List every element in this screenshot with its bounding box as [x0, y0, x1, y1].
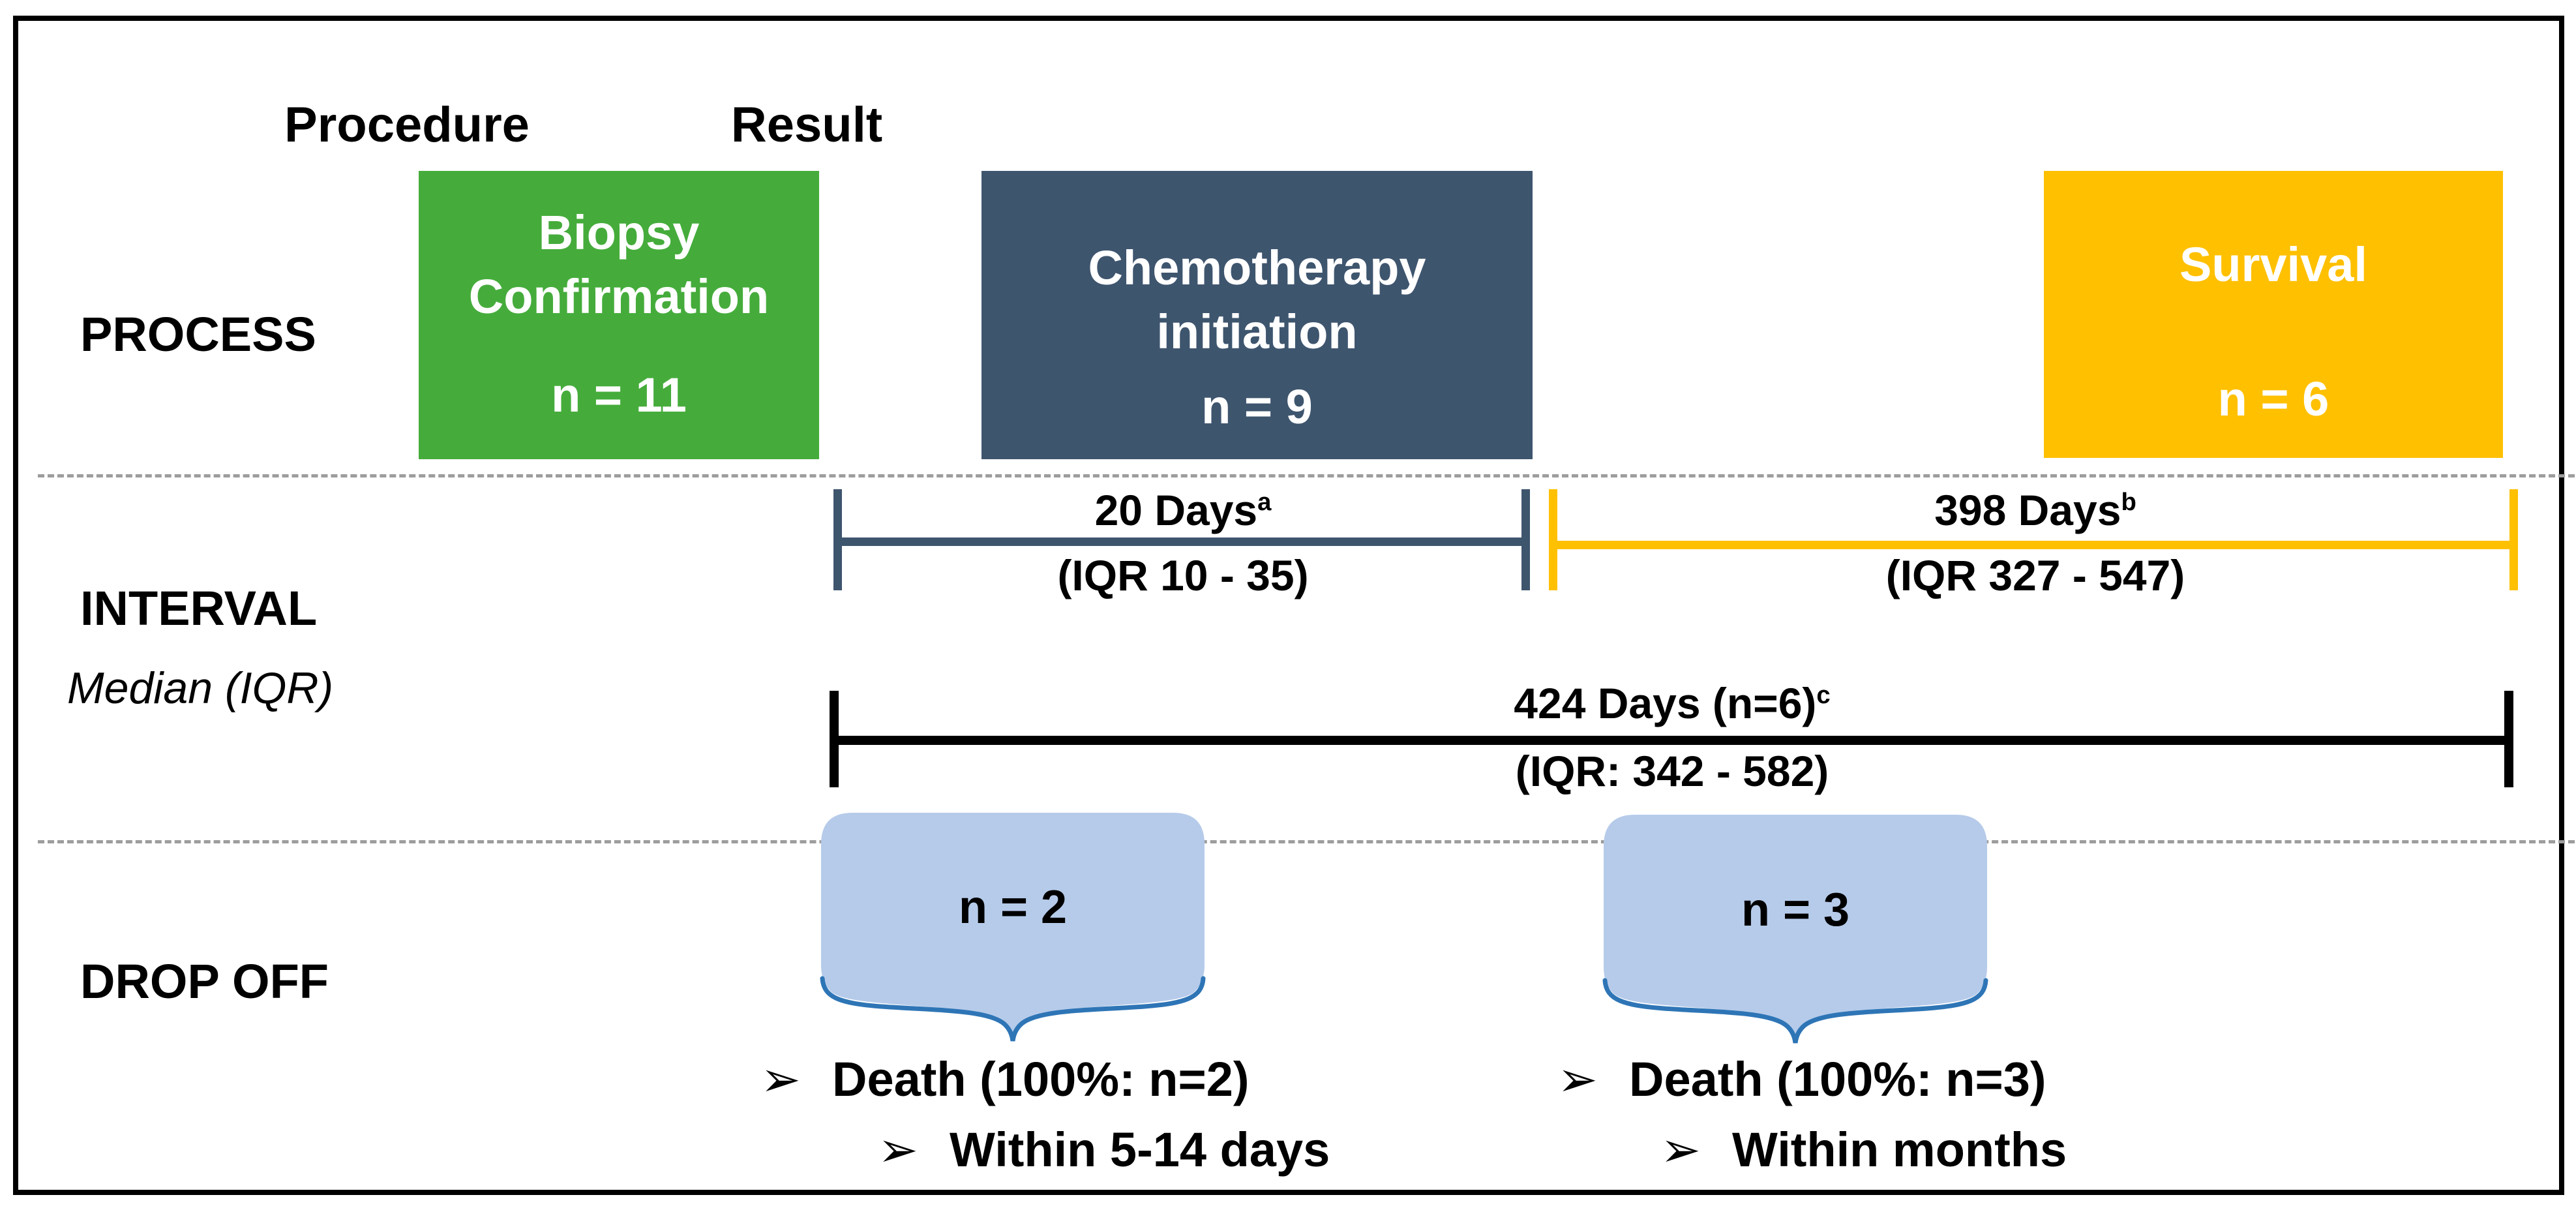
- interval-value-label: 398 Daysb: [1775, 487, 2296, 534]
- dropoff-bullet-line: ➢ Death (100%: n=3): [1557, 1051, 2046, 1108]
- dropoff-bullet-line: ➢ Within months: [1660, 1122, 2067, 1178]
- arrow-bullet-icon: ➢: [878, 1123, 919, 1177]
- row-label-dropoff: DROP OFF: [80, 954, 329, 1008]
- box-n-count: n = 11: [551, 368, 687, 422]
- dropoff-brace-curl: [1602, 978, 1988, 1044]
- row-label-interval: INTERVAL: [80, 581, 318, 635]
- footnote-superscript: b: [2121, 488, 2136, 516]
- box-n-count: n = 9: [1201, 380, 1313, 434]
- dropoff-brace-body: [821, 813, 1205, 1040]
- interval-days: 398 Days: [1934, 486, 2121, 534]
- interval-line-overall: [833, 736, 2511, 745]
- box-title: Survival: [2179, 237, 2367, 292]
- interval-iqr-label: (IQR 327 - 547): [1885, 551, 2185, 599]
- dropoff-n-count: n = 3: [1741, 884, 1850, 936]
- interval-endcap: [2509, 489, 2518, 590]
- arrow-bullet-icon: ➢: [1557, 1052, 1598, 1106]
- interval-endcap: [833, 489, 842, 590]
- interval-endcap: [1521, 489, 1530, 590]
- box-title: Biopsy Confirmation: [468, 205, 770, 324]
- separator-interval-dropoff: [38, 840, 2575, 843]
- box-n-count: n = 6: [2217, 372, 2329, 426]
- dropoff-brace-curl: [820, 976, 1206, 1042]
- dropoff-n-count: n = 2: [958, 881, 1068, 933]
- dropoff-brace-body: [1604, 815, 1987, 1042]
- process-box-survival: Survival n = 6: [2044, 171, 2503, 458]
- interval-endcap: [830, 691, 839, 787]
- arrow-bullet-icon: ➢: [1660, 1123, 1701, 1177]
- dropoff-bullet-text: Death (100%: n=3): [1629, 1052, 2046, 1106]
- column-header-procedure: Procedure: [284, 97, 530, 153]
- separator-process-interval: [38, 474, 2575, 477]
- dropoff-bullet-line: ➢ Within 5-14 days: [878, 1122, 1330, 1178]
- box-title: Chemotherapy initiation: [1088, 241, 1426, 359]
- dropoff-bullet-text: Death (100%: n=2): [832, 1052, 1250, 1106]
- arrow-bullet-icon: ➢: [760, 1052, 801, 1106]
- row-label-interval-median-iqr: Median (IQR): [67, 663, 334, 713]
- dropoff-bullet-line: ➢ Death (100%: n=2): [760, 1051, 1250, 1108]
- process-box-chemotherapy-initiation: Chemotherapy initiation n = 9: [981, 171, 1533, 459]
- interval-line-chemo-to-survival: [1553, 541, 2518, 549]
- interval-iqr-label: (IQR 10 - 35): [1057, 551, 1309, 599]
- dropoff-bullet-text: Within 5-14 days: [950, 1123, 1330, 1177]
- column-header-result: Result: [730, 97, 883, 153]
- dropoff-brace-shape-1: [820, 813, 1206, 1042]
- interval-value-label: 20 Daysa: [922, 487, 1444, 534]
- interval-iqr-label: (IQR: 342 - 582): [1515, 747, 1829, 795]
- dropoff-bullet-text: Within months: [1732, 1123, 2067, 1177]
- interval-endcap: [1549, 489, 1557, 590]
- interval-days: 20 Days: [1094, 486, 1258, 534]
- interval-value-label: 424 Days (n=6)c: [1411, 680, 1933, 727]
- process-box-biopsy-confirmation: Biopsy Confirmation n = 11: [419, 171, 819, 459]
- interval-endcap: [2504, 691, 2513, 787]
- interval-line-biopsy-to-chemo: [836, 537, 1529, 546]
- footnote-superscript: a: [1257, 488, 1272, 516]
- interval-days: 424 Days (n=6): [1514, 679, 1817, 727]
- footnote-superscript: c: [1816, 681, 1831, 709]
- diagram-frame: Procedure Result PROCESS INTERVAL Median…: [13, 16, 2575, 1195]
- row-label-process: PROCESS: [80, 307, 316, 361]
- dropoff-brace-shape-2: [1602, 815, 1988, 1044]
